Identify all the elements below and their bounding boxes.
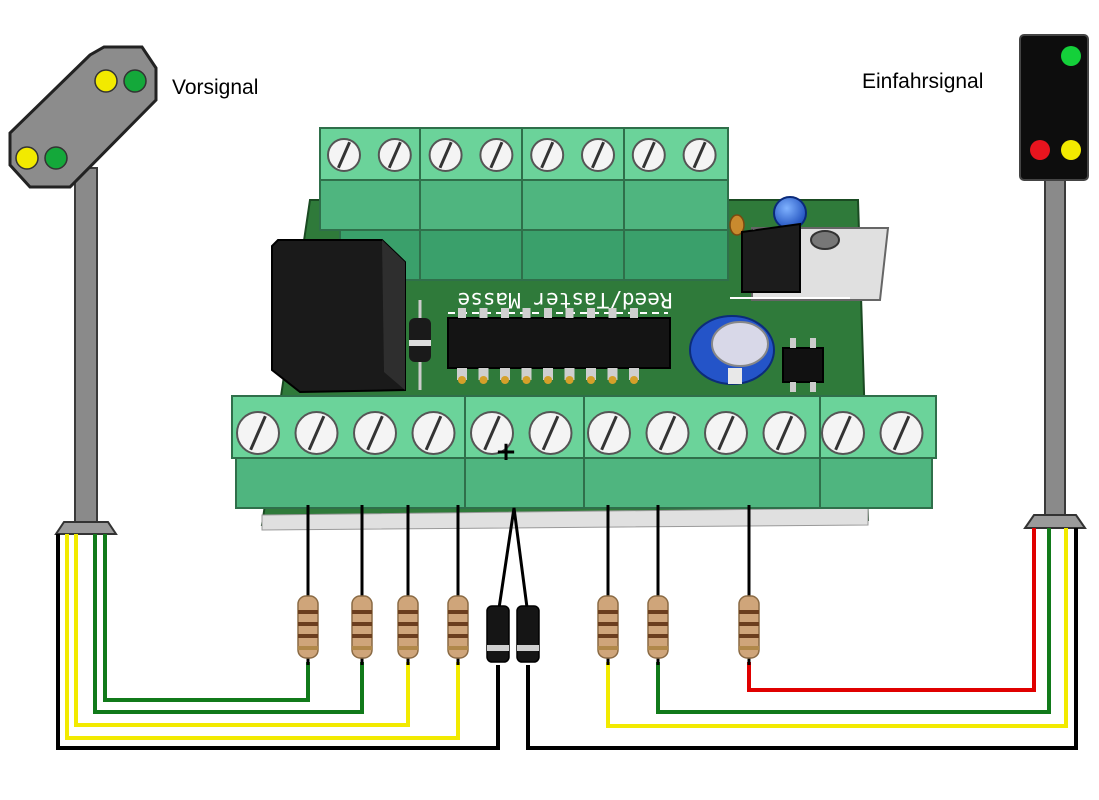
terminal-screw-bottom — [528, 411, 573, 455]
home-signal-base — [1023, 514, 1087, 529]
terminal-screw-top — [428, 138, 463, 172]
solder-pad — [565, 376, 574, 384]
terminal-screw-top — [377, 138, 412, 172]
distant-signal-wires — [56, 534, 500, 750]
distant-signal-light-yellow-lower — [15, 146, 39, 170]
resistor — [297, 595, 319, 659]
ic-pin — [586, 368, 596, 380]
wire-green-inner-left — [103, 534, 310, 702]
ic-pin — [608, 308, 617, 318]
ic-pin — [521, 368, 532, 380]
terminal-screw-bottom — [294, 411, 339, 455]
distant-signal — [8, 45, 158, 535]
ic-pin — [587, 308, 595, 318]
ic-pin — [501, 308, 509, 318]
ic-pin — [522, 308, 531, 318]
distant-signal-light-green-lower — [44, 146, 68, 170]
wire-black-right — [526, 528, 1078, 750]
home-signal-light-red — [1030, 140, 1050, 160]
board-silkscreen-label: Reed/Taster Masse — [458, 288, 673, 312]
home-signal-pole — [1044, 177, 1066, 519]
ic-pin — [630, 308, 638, 318]
ic-pin — [564, 368, 575, 380]
wire-black-left — [56, 534, 500, 750]
wire-yellow-inner-left — [74, 534, 410, 727]
resistor — [447, 595, 469, 659]
wire-green-right — [656, 528, 1051, 714]
terminal-block-top — [319, 127, 729, 281]
plus-marker: + — [495, 437, 517, 467]
resistor — [597, 595, 619, 659]
solder-pad — [587, 376, 595, 384]
ic-pin — [478, 368, 489, 380]
resistor — [738, 595, 760, 659]
ic-pin — [458, 308, 466, 318]
home-signal-light-green — [1061, 46, 1081, 66]
terminal-screw-bottom — [821, 411, 865, 455]
terminal-block-bottom: + — [231, 395, 937, 509]
terminal-screw-bottom — [879, 411, 924, 455]
solder-pad — [608, 376, 617, 384]
ic-pin — [629, 368, 639, 380]
terminal-screw-top — [479, 138, 514, 172]
diode-left — [486, 605, 510, 663]
ic-pin — [543, 368, 553, 380]
terminal-screw-bottom — [236, 411, 280, 455]
board-diode — [409, 300, 431, 390]
terminal-screw-bottom — [587, 411, 631, 455]
ic-pin — [479, 308, 488, 318]
terminal-screw-bottom — [762, 411, 807, 455]
distant-signal-light-green-upper — [123, 69, 147, 93]
ic-pin — [544, 308, 552, 318]
home-signal-light-yellow — [1061, 140, 1081, 160]
terminal-screw-top — [327, 138, 361, 172]
distant-signal-light-yellow-upper — [94, 69, 118, 93]
ic-pin — [607, 368, 618, 380]
home-signal — [1019, 34, 1089, 529]
distant-signal-label: Vorsignal — [172, 76, 259, 99]
terminal-screw-top — [581, 138, 615, 172]
home-signal-label: Einfahrsignal — [862, 70, 984, 93]
solder-pad — [458, 376, 466, 384]
distant-signal-pole — [74, 167, 98, 524]
solder-pad — [479, 376, 488, 384]
terminal-screw-bottom — [353, 411, 397, 455]
decoder-board: Reed/Taster Masse — [231, 127, 937, 531]
solder-pad — [522, 376, 531, 384]
terminal-screw-bottom — [704, 411, 748, 455]
terminal-screw-top — [631, 138, 666, 172]
bridge-rectifier — [782, 338, 824, 392]
wire-red-right — [747, 528, 1036, 692]
wire-green-outer-left — [93, 534, 364, 714]
ic-chip — [447, 308, 671, 384]
terminal-screw-bottom — [470, 411, 514, 455]
relay — [271, 239, 406, 394]
terminal-screw-top — [682, 138, 717, 172]
ic-pin — [500, 368, 510, 380]
diode-right — [516, 605, 540, 663]
distant-signal-base — [54, 521, 118, 535]
resistor — [351, 595, 373, 659]
ic-pin — [565, 308, 574, 318]
home-signal-wires — [526, 528, 1078, 750]
terminal-screw-top — [530, 138, 565, 172]
solder-pad — [501, 376, 509, 384]
voltage-regulator — [730, 222, 890, 301]
terminal-screw-bottom — [411, 411, 456, 455]
resistor — [397, 595, 419, 659]
resistors — [297, 595, 760, 659]
solder-pad — [544, 376, 552, 384]
wire-yellow-outer-left — [65, 534, 460, 740]
diodes — [486, 605, 540, 663]
ic-pin — [457, 368, 467, 380]
electrolytic-capacitor — [689, 315, 775, 385]
solder-pad — [630, 376, 638, 384]
resistor — [647, 595, 669, 659]
terminal-screw-bottom — [645, 411, 690, 455]
wire-yellow-right — [606, 528, 1068, 728]
pcb-edge — [261, 507, 869, 531]
